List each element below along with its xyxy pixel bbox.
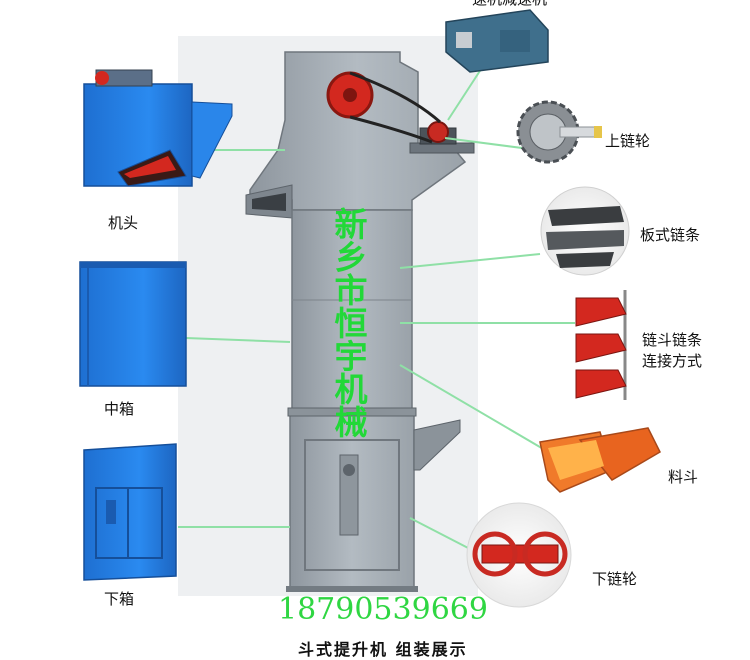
watermark-char: 恒 <box>334 304 368 343</box>
bucket-image <box>539 427 661 493</box>
label-bucket-chain: 链斗链条 连接方式 <box>642 330 702 372</box>
bottom-box <box>83 443 177 581</box>
boot-flange <box>287 407 417 417</box>
phone-number: 18790539669 <box>278 592 488 627</box>
reducer-shaft <box>456 32 472 48</box>
base-plate <box>286 586 418 592</box>
label-plate-chain: 板式链条 <box>640 226 701 244</box>
discharge-opening <box>252 193 286 211</box>
watermark-char: 械 <box>334 403 368 442</box>
head-casing <box>249 51 467 211</box>
boot-shaft <box>343 464 355 476</box>
tension-slide <box>339 454 359 536</box>
head-section-image <box>83 69 233 187</box>
label-top-sprocket: 上链轮 <box>605 132 651 150</box>
connector-middle <box>185 337 291 343</box>
drive-chain-lower <box>349 115 433 144</box>
label-bucket-chain-line1: 链斗链条 <box>642 331 703 349</box>
bottom-sprocket-image <box>466 502 572 608</box>
reducer-body <box>445 9 549 73</box>
bottom-sprocket-wheel-right <box>522 531 568 577</box>
chain-bucket-2 <box>575 333 627 363</box>
company-watermark: 新乡市恒宇机械 <box>330 208 372 439</box>
head-outlet-inner <box>124 156 176 178</box>
label-middle: 中箱 <box>104 400 135 418</box>
connector-bottom-sprocket <box>409 517 473 551</box>
drive-chain <box>349 71 442 124</box>
inlet-hopper <box>413 419 461 471</box>
top-sprocket-shaft-end <box>594 126 602 138</box>
bottom-door-handle <box>106 500 116 524</box>
label-bottom-sprocket: 下链轮 <box>592 570 638 588</box>
plate-chain-row1 <box>548 206 624 226</box>
bottom-caption: 斗式提升机 组装展示 <box>298 640 468 659</box>
label-head: 机头 <box>108 214 139 232</box>
head-motor-wheel <box>95 71 109 85</box>
watermark-char: 宇 <box>334 337 368 376</box>
watermark-char: 市 <box>334 271 368 310</box>
connector-lines <box>178 39 575 551</box>
label-bucket-chain-line2: 连接方式 <box>642 352 703 370</box>
top-sprocket-image <box>516 100 602 164</box>
connector-bucket <box>399 364 546 451</box>
watermark-char: 机 <box>334 370 368 409</box>
bottom-section-image <box>83 443 177 581</box>
sprocket-hub <box>343 88 357 102</box>
reducer-image <box>445 9 549 73</box>
watermark-char: 新 <box>334 205 368 244</box>
connector-top-sprocket <box>444 137 523 149</box>
head-chute-arm <box>191 101 233 179</box>
label-reducer: 速机减速机 <box>472 0 547 9</box>
middle-section-image <box>79 261 187 387</box>
watermark-char: 乡 <box>334 238 368 277</box>
label-bottom: 下箱 <box>104 590 135 608</box>
bucket-elevator-machine <box>245 51 475 592</box>
middle-box-flange <box>80 262 186 268</box>
bottom-sprocket-shaft <box>481 544 559 564</box>
chain-bucket-3 <box>575 369 627 399</box>
chain-bucket-1 <box>575 297 627 327</box>
label-bucket: 料斗 <box>668 468 699 486</box>
plate-chain-row3 <box>556 252 614 268</box>
reducer-housing <box>500 30 530 52</box>
bottom-sprocket-wheel-left <box>472 531 518 577</box>
bucket-highlight <box>548 440 604 480</box>
boot-frame <box>304 439 400 571</box>
bucket-chain-image <box>575 290 627 400</box>
plate-chain-image <box>540 186 630 276</box>
middle-box <box>79 261 187 387</box>
middle-trunk <box>291 209 413 411</box>
connector-plate-chain <box>399 253 541 269</box>
plate-chain-row2 <box>546 230 624 250</box>
